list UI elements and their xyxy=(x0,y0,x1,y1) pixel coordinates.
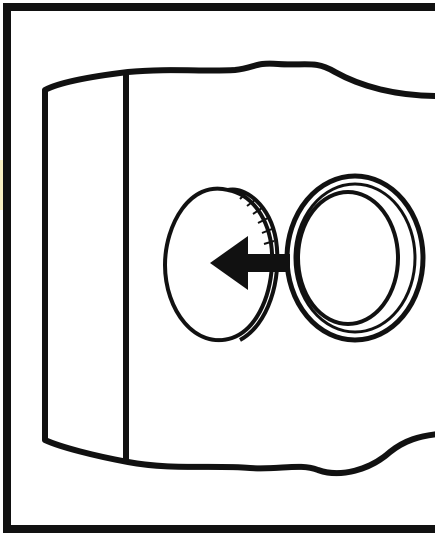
ring-icon xyxy=(284,173,426,343)
device-body-icon xyxy=(42,60,435,477)
cap-ridge xyxy=(261,228,273,234)
cap-ridge xyxy=(246,199,256,207)
cap-ridge xyxy=(239,192,247,200)
frame-border xyxy=(3,3,435,533)
cap-ridge xyxy=(257,217,269,224)
cap-ridge xyxy=(263,240,275,245)
cap-ridge xyxy=(252,207,263,215)
arrow-left-icon xyxy=(210,236,290,290)
